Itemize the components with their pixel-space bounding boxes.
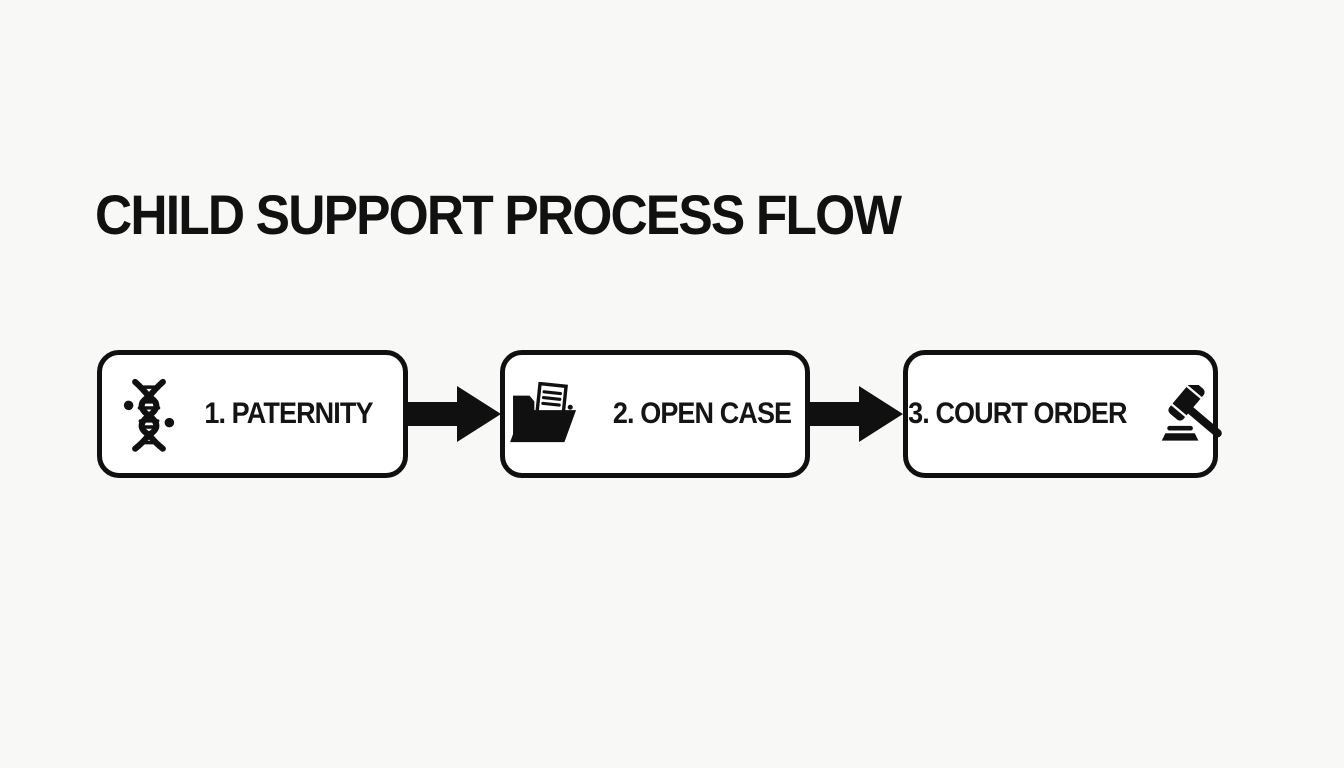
flow-arrow-icon: [807, 386, 903, 442]
flow-step-paternity: 1. PATERNITY: [97, 350, 408, 478]
flow-step-court-order: 3. COURT ORDER: [903, 350, 1222, 478]
page-title: CHILD SUPPORT PROCESS FLOW: [95, 183, 902, 246]
flow-step-open-case: 2. OPEN CASE: [500, 350, 810, 478]
flow-step-label: 1. PATERNITY: [204, 397, 373, 430]
flow-step-label: 2. OPEN CASE: [612, 397, 792, 430]
flow-arrow-icon: [405, 386, 501, 442]
flow-step-label: 3. COURT ORDER: [908, 397, 1127, 430]
open-folder-document-icon: [510, 382, 577, 443]
dna-icon: [123, 378, 175, 452]
gavel-icon: [1161, 385, 1222, 441]
